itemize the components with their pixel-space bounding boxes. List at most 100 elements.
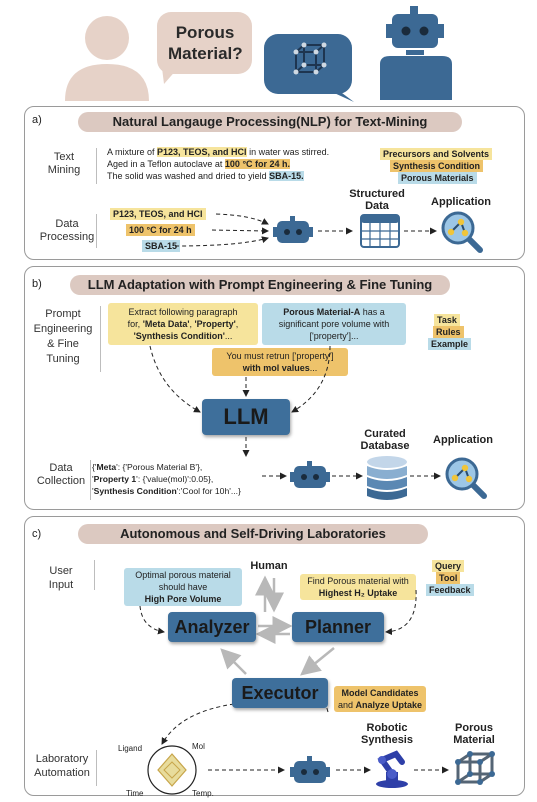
row-label-user-input: User Input — [48, 565, 74, 591]
panel-a-label: a) — [32, 114, 42, 126]
legend-porous: Porous Materials — [398, 172, 477, 184]
text: ':'Cool for 10h'...} — [176, 486, 241, 496]
text: Optimal porous material — [135, 570, 231, 580]
panel-b-label: b) — [32, 278, 42, 290]
text: You must retrun ['property'] — [226, 351, 334, 361]
tool-box: Model Candidates and Analyze Uptake — [334, 686, 426, 712]
robot-small-icon — [290, 756, 330, 783]
analyzer-block: Analyzer — [168, 612, 256, 642]
separator — [100, 306, 101, 372]
highlight-material: SBA-15. — [269, 171, 304, 181]
text: 'Synthesis Condition' — [133, 331, 225, 341]
row-label-data-collection: Data Collection — [36, 462, 86, 487]
panel-c-label: c) — [32, 528, 42, 540]
table-icon — [360, 214, 400, 248]
text-mining-paragraph: A mixture of P123, TEOS, and HCl in wate… — [107, 146, 377, 182]
database-icon — [367, 456, 407, 500]
speech-bubble-tail — [162, 68, 178, 84]
text: and — [337, 700, 356, 710]
magnifier-icon — [445, 457, 487, 499]
highlight-precursor: P123, TEOS, and HCl — [157, 147, 247, 157]
separator — [96, 750, 97, 786]
legend-task: Task — [434, 314, 460, 326]
legend-example: Example — [428, 338, 472, 350]
prompt-example-box: Porous Material-A has a significant pore… — [262, 303, 406, 345]
row-label-lab-automation: Laboratory Automation — [34, 753, 90, 779]
text: 'Property' — [194, 319, 236, 329]
text: 'Meta Data' — [142, 319, 190, 329]
text: ... — [309, 363, 318, 373]
row-label-text-mining: Text Mining — [47, 151, 81, 176]
radar-label-time: Time — [126, 789, 144, 798]
panel-a-title: Natural Langauge Processing(NLP) for Tex… — [78, 112, 462, 132]
application-heading: Application — [431, 196, 491, 208]
planner-block: Planner — [292, 612, 384, 642]
text: The solid was washed and dried to yield — [107, 171, 270, 181]
radar-label-ligand: Ligand — [118, 744, 143, 753]
magnifier-icon — [441, 211, 483, 253]
text: with mol values — [242, 363, 310, 373]
text: High Pore Volume — [144, 594, 222, 604]
application-heading: Application — [433, 434, 493, 446]
robotic-arm-icon — [376, 750, 408, 788]
porous-material-heading: Porous Material — [453, 722, 495, 746]
text: , — [189, 319, 195, 329]
separator — [94, 560, 95, 590]
highlight-condition: 100 °C for 24 h. — [224, 159, 291, 169]
legend-synthesis: Synthesis Condition — [390, 160, 484, 172]
robotic-synthesis-heading: Robotic Synthesis — [361, 722, 413, 746]
query-box: Find Porous material with Highest H₂ Upt… — [300, 574, 416, 600]
robot-small-icon — [290, 461, 330, 488]
text: Meta — [96, 462, 117, 472]
legend-feedback: Feedback — [426, 584, 474, 596]
chip-condition: 100 °C for 24 h — [126, 224, 195, 236]
executor-block: Executor — [232, 678, 328, 708]
text: Extract following paragraph — [128, 307, 238, 317]
separator — [96, 214, 97, 248]
radar-chart-icon — [147, 745, 197, 795]
separator — [90, 460, 91, 500]
llm-block: LLM — [202, 399, 290, 435]
goal-box: Optimal porous material should have High… — [124, 568, 242, 606]
text: Porous Material-A — [283, 307, 361, 317]
json-output: {'Meta': {'Porous Material B'}, 'Propert… — [92, 462, 241, 496]
text: Model Candidates — [341, 688, 419, 698]
row-label-prompt-engineering: Prompt Engineering & Fine Tuning — [33, 308, 93, 365]
row-label-data-processing: Data Processing — [39, 218, 95, 243]
text: should have — [158, 582, 208, 592]
text: in water was stirred. — [246, 147, 330, 157]
text: has a — [360, 307, 385, 317]
human-label: Human — [250, 560, 288, 572]
legend-tool: Tool — [436, 572, 461, 584]
text: significant pore volume with — [278, 319, 390, 329]
structured-data-heading: Structured Data — [349, 188, 405, 212]
text: Synthesis Condition — [93, 486, 177, 496]
text: ': {'value(mol)':0.05}, — [136, 474, 214, 484]
radar-label-mol: Mol — [192, 742, 205, 751]
legend-query: Query — [432, 560, 465, 572]
speech-bubble-question — [157, 12, 252, 74]
chip-precursor: P123, TEOS, and HCl — [110, 208, 206, 220]
question-text: Porous Material? — [168, 23, 243, 63]
legend-precursors: Precursors and Solvents — [380, 148, 493, 160]
curated-database-heading: Curated Database — [360, 428, 410, 452]
framework-icon — [455, 751, 495, 785]
text: Find Porous material with — [307, 576, 409, 586]
panel-b-title: LLM Adaptation with Prompt Engineering &… — [70, 275, 450, 295]
text: Aged in a Teflon autoclave at — [107, 159, 225, 169]
prompt-task-box: Extract following paragraph for, 'Meta D… — [108, 303, 258, 345]
chip-material: SBA-15 — [142, 240, 181, 252]
text: ': {'Porous Material B'}, — [116, 462, 203, 472]
person-icon — [65, 16, 149, 101]
radar-label-temp: Temp. — [192, 789, 214, 798]
text: Highest H₂ Uptake — [318, 588, 398, 598]
text: Property 1 — [93, 474, 137, 484]
separator — [96, 148, 97, 184]
text: for, — [127, 319, 143, 329]
panel-c-title: Autonomous and Self-Driving Laboratories — [78, 524, 428, 544]
robot-small-icon — [273, 216, 313, 243]
prompt-rules-box: You must retrun ['property'] with mol va… — [212, 348, 348, 376]
